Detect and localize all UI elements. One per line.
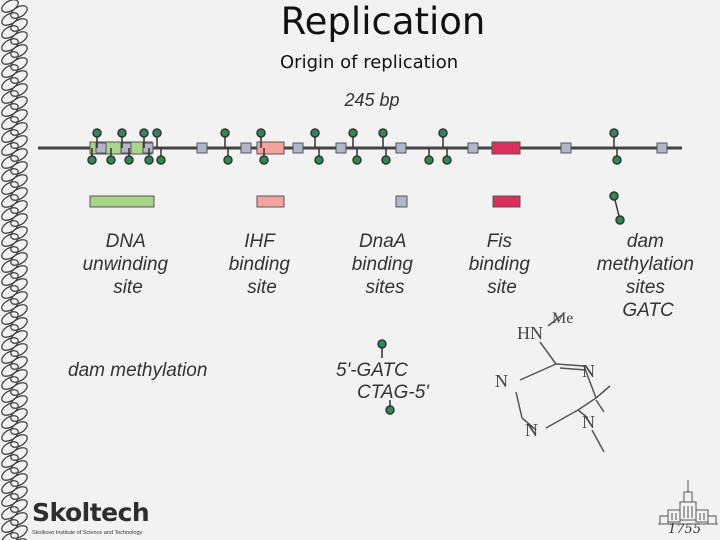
- logo-subtitle: Skolkovo Institute of Science and Techno…: [32, 530, 143, 536]
- dam-methylation-label: dam methylation: [68, 360, 207, 381]
- gatc-top-strand: 5'-GATC: [336, 360, 408, 381]
- atom-n1: N: [495, 371, 508, 391]
- gatc-methyl-pins: [377, 339, 395, 415]
- legend-unwinding-swatch: [89, 195, 155, 208]
- university-building-emblem: [658, 480, 718, 525]
- methylation-pins-bottom: [87, 148, 622, 165]
- decorative-chain-border: [1, 0, 28, 540]
- methylation-pins-top: [92, 128, 619, 148]
- legend-dam-swatch: [609, 191, 625, 225]
- legend-dam-label: dam methylation sites GATC: [597, 231, 699, 321]
- legend-fis-swatch: [492, 195, 521, 208]
- legend-dnaa-label: DnaA binding sites: [352, 231, 419, 298]
- fis-region: [491, 141, 521, 155]
- atom-hn: HN: [517, 323, 543, 343]
- legend-dnaa-swatch: [395, 195, 408, 208]
- methyladenine-structure: [515, 314, 611, 453]
- atom-me: Me: [552, 310, 573, 327]
- founding-year: 1755: [668, 522, 702, 537]
- skoltech-logo: Skoltech Skolkovo Institute of Science a…: [28, 498, 152, 540]
- slide-subtitle: Origin of replication: [280, 52, 459, 73]
- scale-label: 245 bp: [343, 90, 399, 110]
- legend-fis-label: Fis binding site: [469, 231, 536, 298]
- dnaa-site-markers: [95, 142, 668, 154]
- legend-ihf-swatch: [256, 195, 285, 208]
- logo-name: Skoltech: [32, 498, 150, 527]
- ctag-bottom-strand: CTAG-5': [357, 382, 430, 403]
- atom-n7: N: [582, 361, 595, 381]
- atom-n3: N: [525, 420, 538, 440]
- legend-ihf-label: IHF binding site: [229, 231, 296, 298]
- legend-unwinding-label: DNA unwinding site: [83, 231, 174, 298]
- atom-n9: N: [582, 412, 595, 432]
- slide-title: Replication: [280, 0, 486, 43]
